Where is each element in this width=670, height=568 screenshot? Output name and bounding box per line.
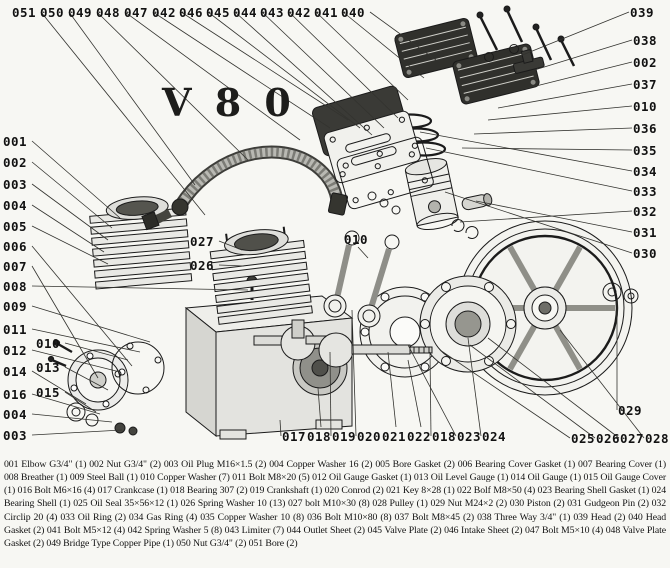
callout-label: 035 [633, 143, 658, 158]
valve-plate-drawings [312, 85, 434, 210]
compressor-exploded-artwork [47, 5, 639, 440]
callout-label: 018 [432, 429, 457, 444]
callout-label: 009 [3, 299, 28, 314]
callout-label: 008 [3, 279, 28, 294]
three-way-drawing [512, 48, 545, 74]
callout-label: 012 [3, 343, 28, 358]
parts-list: 001 Elbow G3/4" (1) 002 Nut G3/4" (2) 00… [4, 459, 666, 549]
callout-label: 016 [3, 387, 28, 402]
circlip-drawings [451, 219, 479, 239]
callout-label: 004 [3, 198, 28, 213]
callout-label: 026 [596, 431, 621, 446]
pulley-nut-drawing [602, 282, 639, 304]
callout-label: 006 [3, 239, 28, 254]
callout-label: 029 [618, 403, 643, 418]
callout-label: 027 [620, 431, 645, 446]
callout-label: 037 [633, 77, 658, 92]
callout-label: 043 [260, 5, 285, 20]
callout-label: 022 [407, 429, 432, 444]
callout-label: 039 [630, 5, 655, 20]
callout-label: 049 [68, 5, 93, 20]
callout-label: 014 [3, 364, 28, 379]
callout-label: 003 [3, 428, 28, 443]
callout-label: 017 [282, 429, 307, 444]
bearing-shell-drawing [419, 275, 517, 373]
callout-label: 003 [3, 177, 28, 192]
callout-label: 046 [179, 5, 204, 20]
callout-label: 042 [287, 5, 312, 20]
callout-label: 001 [3, 134, 28, 149]
bearing-cover-drawing [47, 339, 165, 436]
callout-label: 010 [344, 232, 369, 247]
callout-label: 013 [36, 360, 61, 375]
callout-label: 038 [633, 33, 658, 48]
callout-label: 011 [3, 322, 28, 337]
cylinder-block-center-drawing [209, 226, 313, 325]
callout-label: 018 [307, 429, 332, 444]
piston-drawing [404, 158, 459, 231]
conrod-drawings [323, 230, 400, 328]
copper-pipe-drawing [141, 145, 349, 231]
callout-label: 032 [633, 204, 658, 219]
callout-label: 042 [152, 5, 177, 20]
callout-label: 044 [233, 5, 258, 20]
callout-label: 025 [571, 431, 596, 446]
cylinder-block-left-drawing [89, 196, 193, 290]
callout-label: 048 [96, 5, 121, 20]
callout-label: 007 [3, 259, 28, 274]
callout-label: 051 [12, 5, 37, 20]
callout-label: 050 [40, 5, 65, 20]
callout-label: 030 [633, 246, 658, 261]
crankshaft-drawing [253, 319, 433, 368]
leader-lines-layer [31, 11, 645, 439]
callout-label: 005 [3, 219, 28, 234]
callout-label: 040 [341, 5, 366, 20]
washer-drawings [367, 44, 519, 215]
callout-label: 021 [382, 429, 407, 444]
callout-label: 020 [357, 429, 382, 444]
callout-label: 023 [457, 429, 482, 444]
callout-label: 026 [190, 258, 215, 273]
callout-label: 010 [633, 99, 658, 114]
callout-label: 031 [633, 225, 658, 240]
callout-label: 019 [332, 429, 357, 444]
callout-label: 041 [314, 5, 339, 20]
callout-label: 024 [482, 429, 507, 444]
callout-label: 002 [3, 155, 28, 170]
callout-label: 004 [3, 407, 28, 422]
model-label: V 8 0 [162, 80, 296, 125]
callout-label: 045 [206, 5, 231, 20]
callout-label: 034 [633, 164, 658, 179]
callout-label: 027 [190, 234, 215, 249]
callout-label: 033 [633, 184, 658, 199]
callout-label: 028 [645, 431, 670, 446]
callout-label: 010 [36, 336, 61, 351]
callout-label: 036 [633, 121, 658, 136]
callout-label: 015 [36, 385, 61, 400]
callout-label: 047 [124, 5, 149, 20]
bolt-drawings [476, 5, 576, 67]
callout-label: 002 [633, 55, 658, 70]
